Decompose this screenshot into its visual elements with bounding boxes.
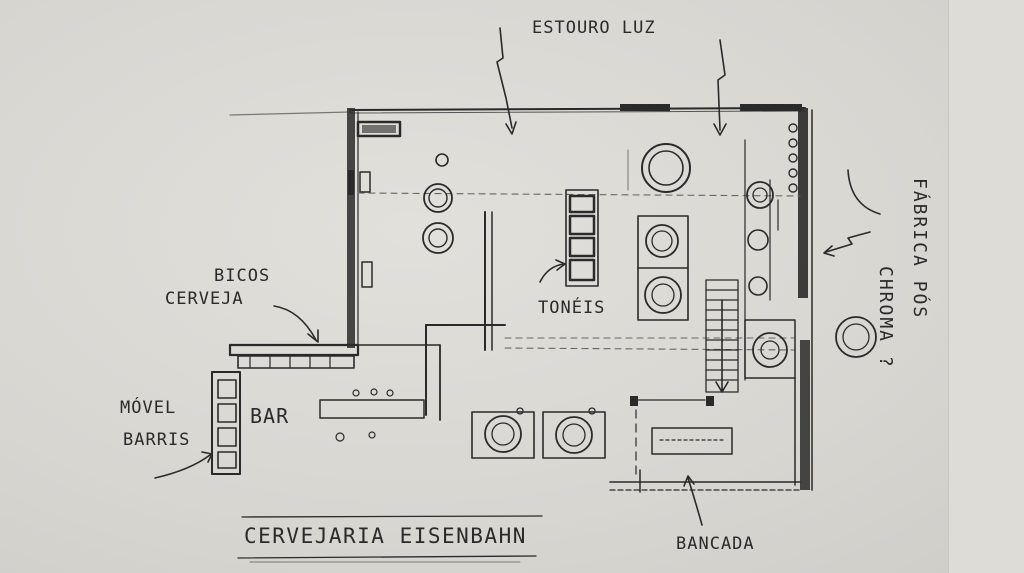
annotation-arrows	[154, 27, 881, 563]
label-movel: MÓVEL	[120, 398, 177, 418]
label-barris: BARRIS	[123, 430, 191, 450]
label-bar: BAR	[250, 404, 290, 428]
tank-pair	[637, 215, 689, 321]
toneis-column	[565, 189, 599, 287]
left-wall-details	[348, 170, 373, 288]
label-cerveja: CERVEJA	[165, 289, 244, 309]
paper-edge	[948, 0, 1024, 573]
vessels-left	[422, 153, 454, 254]
bottom-tanks	[471, 407, 606, 459]
bar-counter	[319, 388, 425, 442]
tank-lower-right	[744, 319, 796, 379]
label-bicos: BICOS	[214, 266, 271, 286]
movel-barris	[211, 371, 241, 475]
label-estouro-luz: ESTOURO LUZ	[532, 18, 656, 38]
bancada-area	[609, 396, 801, 493]
chroma-circle	[835, 316, 877, 358]
outer-walls	[229, 104, 813, 491]
label-fabrica-pos: FÁBRICA PÓS	[909, 178, 930, 320]
guide-lines	[357, 192, 801, 351]
staircase	[705, 279, 739, 393]
bicos-counter	[228, 343, 360, 369]
label-chroma: CHROMA ?	[875, 266, 896, 369]
sketch-title: CERVEJARIA EISENBAHN	[244, 524, 527, 548]
fermenter-large	[627, 143, 691, 193]
interior-walls	[357, 211, 506, 421]
label-bancada: BANCADA	[676, 534, 755, 554]
label-toneis: TONÉIS	[538, 298, 606, 318]
